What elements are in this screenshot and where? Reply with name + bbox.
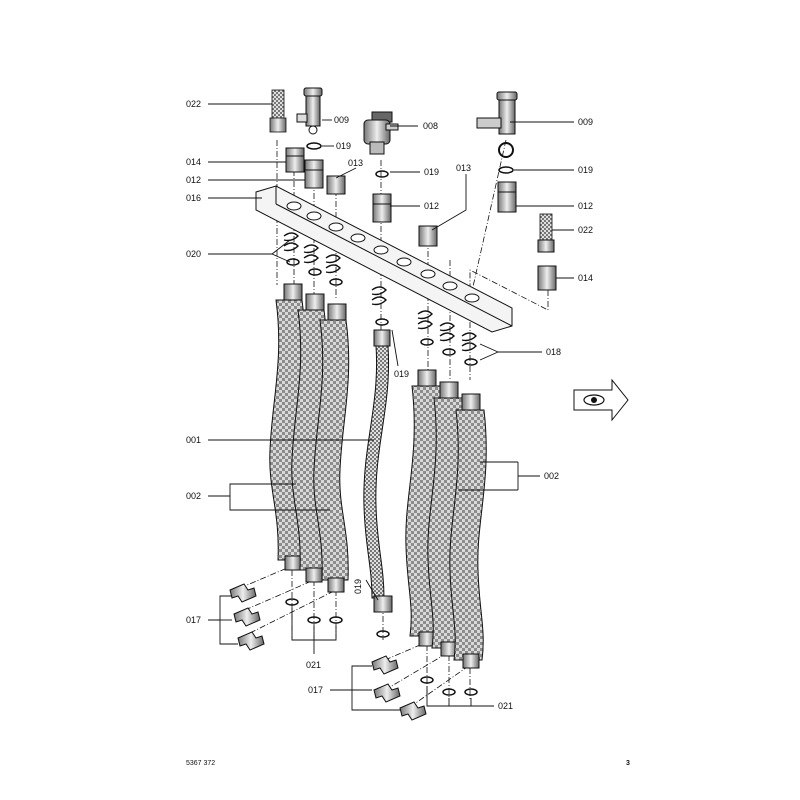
label-008: 008 <box>423 121 438 131</box>
eye-arrow-icon <box>573 378 629 422</box>
label-009: 009 <box>334 115 349 125</box>
label-014: 014 <box>186 157 201 167</box>
seal-019 <box>306 142 322 150</box>
label-017: 017 <box>308 685 323 695</box>
seals-upper-left <box>286 258 343 286</box>
clamps-017-right <box>371 655 427 721</box>
label-022: 022 <box>578 225 593 235</box>
label-001: 001 <box>186 435 201 445</box>
label-019: 019 <box>394 369 409 379</box>
label-022: 022 <box>186 99 201 109</box>
label-016: 016 <box>186 193 201 203</box>
label-002: 002 <box>186 491 201 501</box>
insulation-sleeve-022-right <box>537 213 555 253</box>
nipple-014-right <box>537 265 557 291</box>
insulated-hoses-002-left <box>269 283 350 593</box>
document-number: 5367 372 <box>186 760 216 767</box>
retaining-clips-020 <box>283 232 341 274</box>
leader-lines <box>208 103 574 711</box>
label-013: 013 <box>456 163 471 173</box>
insulated-hoses-002-right <box>405 369 487 669</box>
clamps-017-left <box>229 583 265 651</box>
retaining-clips-018 <box>371 286 477 352</box>
seals-021-left <box>285 598 390 638</box>
label-019: 019 <box>424 167 439 177</box>
label-019: 019 <box>353 579 363 594</box>
label-021: 021 <box>498 701 513 711</box>
angle-valve-009-left <box>296 87 323 135</box>
nipple-012-middle <box>372 193 392 223</box>
label-012: 012 <box>186 175 201 185</box>
label-012: 012 <box>578 201 593 211</box>
label-019: 019 <box>578 165 593 175</box>
page-number: 3 <box>626 760 630 767</box>
seals-upper-right <box>375 318 478 366</box>
nipple-012-right <box>497 181 517 213</box>
label-020: 020 <box>186 249 201 259</box>
nipple-012-left <box>304 159 324 189</box>
label-012: 012 <box>424 201 439 211</box>
seals-021-right <box>420 676 478 696</box>
label-014: 014 <box>578 273 593 283</box>
plug-013-left <box>326 175 346 195</box>
label-013: 013 <box>348 158 363 168</box>
seal-019 <box>498 166 514 174</box>
callout-labels: 022 009 019 008 014 012 013 019 016 012 … <box>186 99 593 711</box>
angle-valve-009-right <box>476 91 518 158</box>
seal-019 <box>375 170 389 178</box>
mounting-rail-016 <box>255 185 513 333</box>
nipple-014-left <box>285 147 305 173</box>
label-018: 018 <box>546 347 561 357</box>
label-017: 017 <box>186 615 201 625</box>
insulation-sleeve-022-left <box>269 89 287 133</box>
label-009: 009 <box>578 117 593 127</box>
label-002: 002 <box>544 471 559 481</box>
flexible-hose-001 <box>363 329 393 613</box>
label-019: 019 <box>336 141 351 151</box>
safety-valve-008 <box>363 111 399 155</box>
label-021: 021 <box>306 660 321 670</box>
plug-013-right <box>418 225 438 247</box>
